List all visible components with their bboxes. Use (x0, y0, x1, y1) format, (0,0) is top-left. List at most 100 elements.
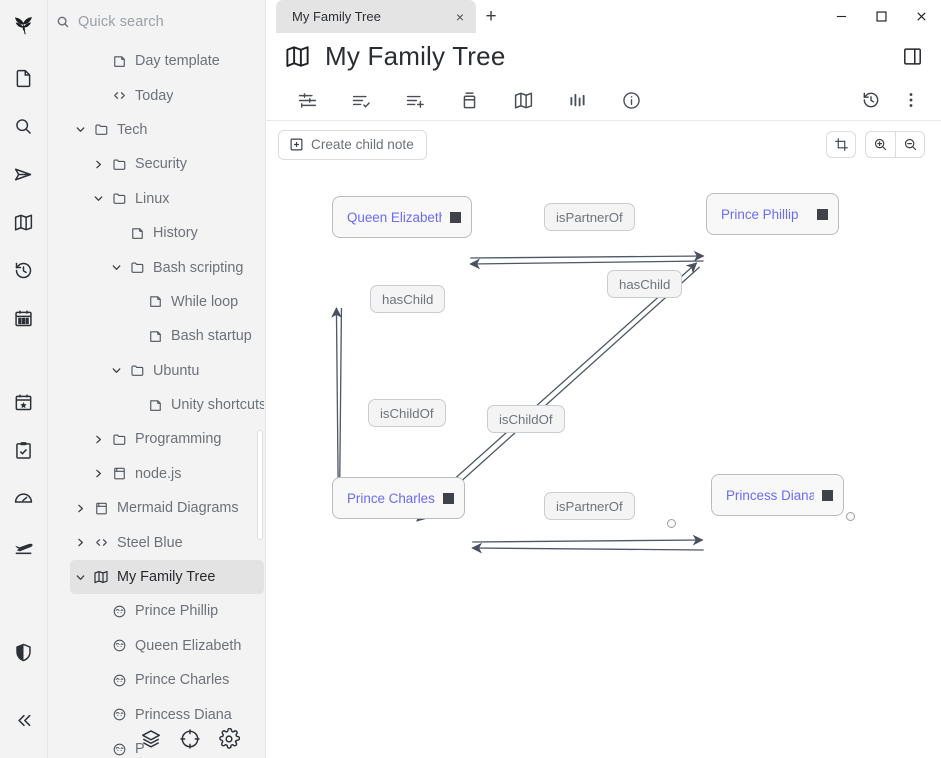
tree-item-security[interactable]: Security (88, 147, 264, 181)
relation-node-label: Princess Diana (726, 487, 814, 503)
rail-item-map-icon[interactable] (4, 198, 44, 246)
tree-item-p[interactable]: P (88, 732, 264, 758)
rail-item-search-icon[interactable] (4, 102, 44, 150)
tree-item-unity-shortcuts[interactable]: Unity shortcuts (124, 388, 264, 422)
right-panel-icon[interactable] (902, 46, 929, 67)
tree-item-princess-diana[interactable]: Princess Diana (88, 697, 264, 731)
close-window-icon[interactable] (901, 0, 941, 33)
tree-item-node-js[interactable]: node.js (88, 457, 264, 491)
node-handle[interactable] (817, 208, 828, 220)
tree-item-label: Queen Elizabeth (135, 637, 242, 654)
tree-item-tech[interactable]: Tech (70, 113, 264, 147)
edge-handle[interactable] (667, 519, 676, 528)
node-handle[interactable] (822, 489, 833, 501)
tree-item-history[interactable]: History (106, 216, 264, 250)
edge-label-ispartnerof[interactable]: isPartnerOf (544, 203, 635, 231)
folder-icon (108, 157, 130, 172)
tree-item-steel-blue[interactable]: Steel Blue (70, 525, 264, 559)
tree-item-queen-elizabeth[interactable]: Queen Elizabeth (88, 629, 264, 663)
twisty-right-icon[interactable] (88, 159, 108, 170)
tree-item-today[interactable]: Today (88, 78, 264, 112)
close-icon[interactable]: × (455, 8, 464, 25)
add-note-icon (289, 137, 304, 152)
twisty-right-icon[interactable] (70, 537, 90, 548)
map-floating-buttons (140, 728, 240, 750)
create-child-note-button[interactable]: Create child note (278, 129, 427, 160)
tree-item-label: Ubuntu (153, 362, 200, 379)
target-icon[interactable] (179, 728, 201, 750)
edge-handle[interactable] (846, 512, 855, 521)
tree-item-while-loop[interactable]: While loop (124, 285, 264, 319)
relation-node-qe[interactable]: Queen Elizabeth II. (332, 196, 472, 238)
zoom-out-icon[interactable] (895, 131, 925, 158)
tree-item-linux[interactable]: Linux (88, 182, 264, 216)
rail-item-calendar-icon[interactable] (4, 294, 44, 342)
twisty-right-icon[interactable] (88, 468, 108, 479)
tool-list-check-icon[interactable] (334, 81, 388, 119)
node-handle[interactable] (450, 211, 461, 223)
app-logo-icon[interactable] (10, 9, 38, 42)
edge-label-ispartnerof[interactable]: isPartnerOf (544, 492, 635, 520)
maximize-icon[interactable] (861, 0, 901, 33)
quick-search[interactable]: Quick search (48, 0, 266, 44)
rail-item-calendar-star-icon[interactable] (4, 378, 44, 426)
layers-icon[interactable] (140, 728, 162, 750)
twisty-right-icon[interactable] (88, 434, 108, 445)
edge-label-ischildof[interactable]: isChildOf (487, 405, 565, 433)
tree-item-day-template[interactable]: Day template (88, 44, 264, 78)
tool-map-icon[interactable] (496, 81, 550, 119)
tool-more-icon[interactable] (891, 81, 931, 119)
tool-info-icon[interactable] (604, 81, 658, 119)
tool-chart-icon[interactable] (550, 81, 604, 119)
folder-icon (108, 191, 130, 206)
fit-to-screen-icon[interactable] (826, 131, 856, 158)
relation-map-canvas[interactable]: Queen Elizabeth II. Prince PhillipPrince … (266, 168, 941, 758)
edge-label-haschild[interactable]: hasChild (607, 270, 683, 298)
node-handle[interactable] (443, 492, 454, 504)
tree-item-label: Bash scripting (153, 259, 244, 276)
twisty-right-icon[interactable] (70, 503, 90, 514)
tool-archive-icon[interactable] (442, 81, 496, 119)
rail-item-shield-icon[interactable] (4, 628, 44, 676)
tree-item-label: Linux (135, 190, 170, 207)
twisty-down-icon[interactable] (88, 193, 108, 204)
tool-list-add-icon[interactable] (388, 81, 442, 119)
tree-item-prince-phillip[interactable]: Prince Phillip (88, 594, 264, 628)
rail-item-collapse-icon[interactable] (4, 696, 44, 744)
rail-item-clipboard-check-icon[interactable] (4, 426, 44, 474)
tree-item-mermaid-diagrams[interactable]: Mermaid Diagrams (70, 491, 264, 525)
rail-item-gauge-icon[interactable] (4, 474, 44, 522)
book-icon (108, 466, 130, 481)
rail-item-history-icon[interactable] (4, 246, 44, 294)
tree-item-bash-scripting[interactable]: Bash scripting (106, 250, 264, 284)
tab-my-family-tree[interactable]: My Family Tree × (276, 0, 476, 33)
new-tab-button[interactable]: + (485, 5, 497, 27)
twisty-down-icon[interactable] (70, 572, 90, 583)
tool-revisions-icon[interactable] (851, 81, 891, 119)
tree-item-ubuntu[interactable]: Ubuntu (106, 354, 264, 388)
twisty-down-icon[interactable] (106, 365, 126, 376)
tree-item-label: Prince Phillip (135, 603, 219, 620)
tree-item-bash-startup[interactable]: Bash startup (124, 319, 264, 353)
minimize-icon[interactable] (821, 0, 861, 33)
edge-label-ischildof[interactable]: isChildOf (368, 399, 446, 427)
tree-item-programming[interactable]: Programming (88, 422, 264, 456)
rail-item-note-icon[interactable] (4, 54, 44, 102)
gear-icon[interactable] (218, 728, 240, 750)
sidebar-scrollbar[interactable] (257, 430, 263, 540)
tree-item-prince-charles[interactable]: Prince Charles (88, 663, 264, 697)
tab-bar: My Family Tree × + (266, 0, 941, 33)
relation-node-pd[interactable]: Princess Diana (711, 474, 844, 516)
edge-label-haschild[interactable]: hasChild (370, 285, 446, 313)
rail-item-airplane-icon[interactable] (4, 522, 44, 570)
rail-item-send-icon[interactable] (4, 150, 44, 198)
quick-search-placeholder: Quick search (78, 14, 164, 30)
relation-node-pc[interactable]: Prince Charles (332, 477, 465, 519)
tool-settings-icon[interactable] (280, 81, 334, 119)
zoom-in-icon[interactable] (865, 131, 895, 158)
tree-item-my-family-tree[interactable]: My Family Tree (70, 559, 264, 595)
twisty-down-icon[interactable] (106, 262, 126, 273)
relation-node-pp[interactable]: Prince Phillip (706, 193, 839, 235)
code-icon (90, 535, 112, 550)
twisty-down-icon[interactable] (70, 124, 90, 135)
